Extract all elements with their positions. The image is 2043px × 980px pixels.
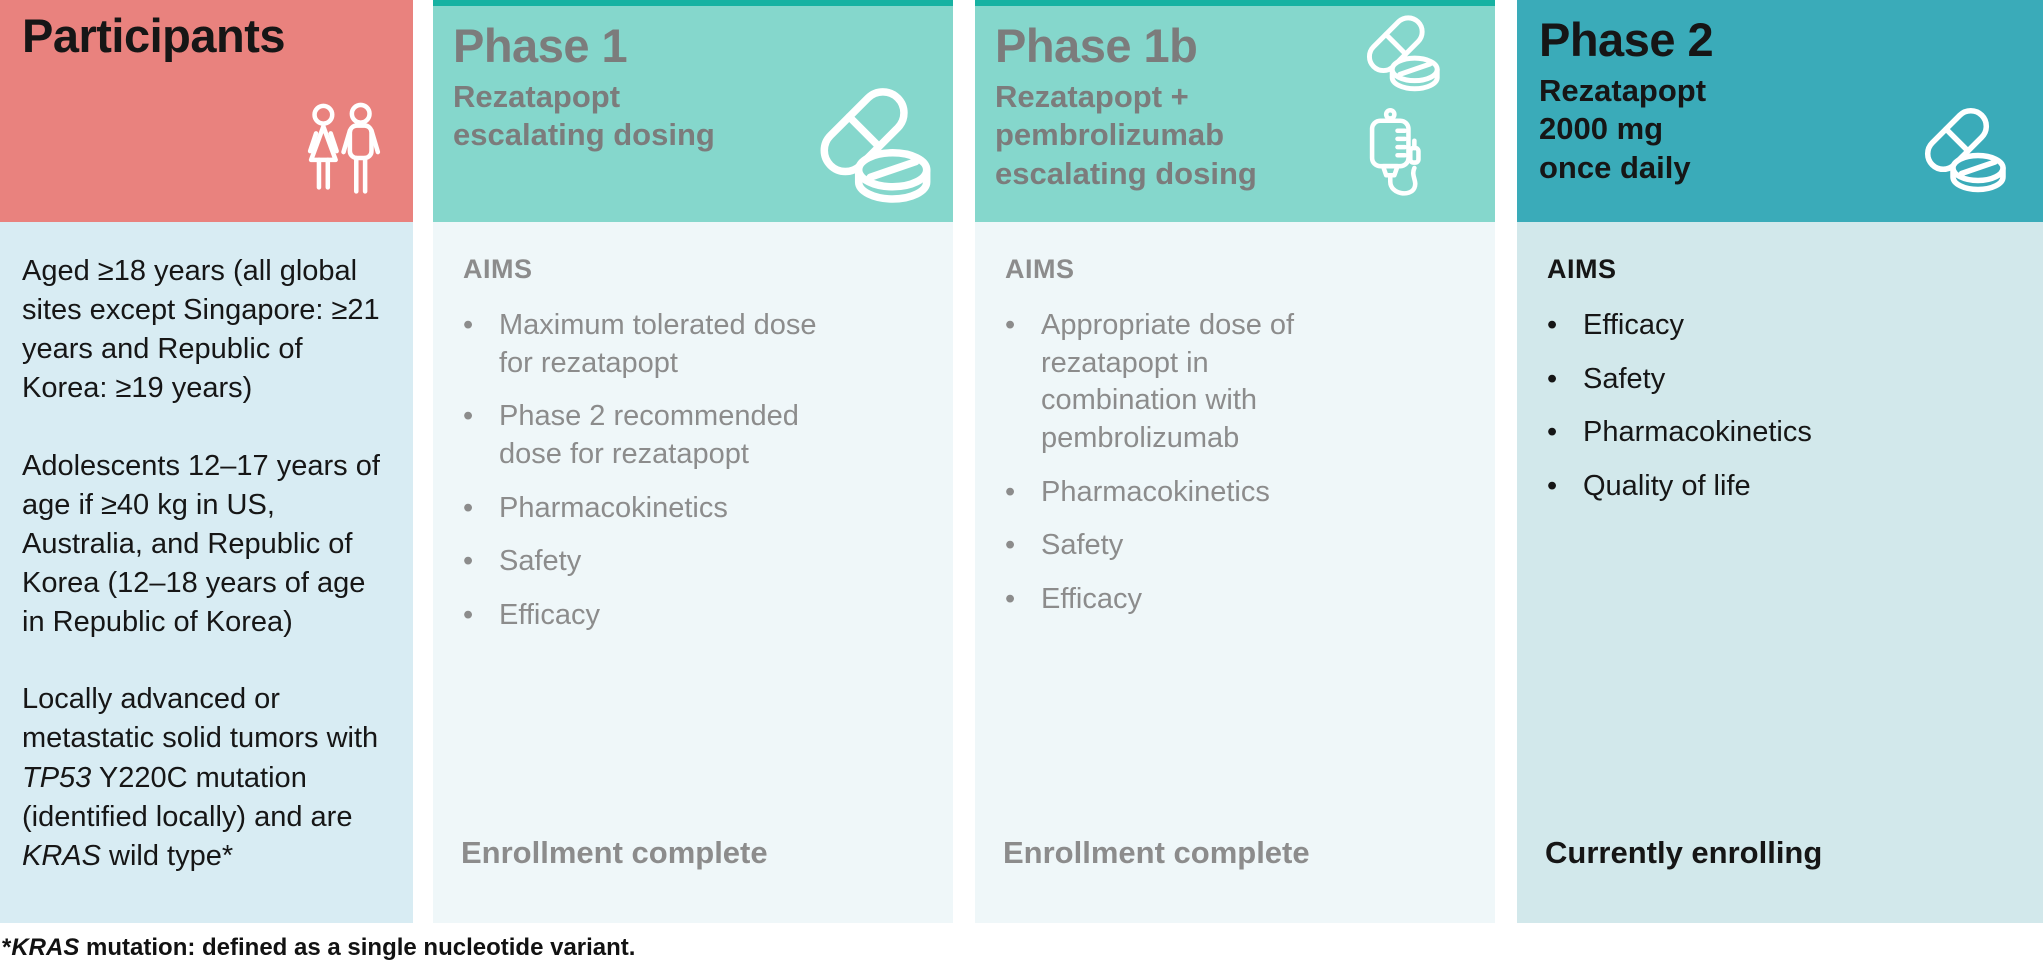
bullet-marker: • bbox=[463, 400, 474, 433]
aim-item: • Appropriate dose of rezatapopt in combi… bbox=[1005, 307, 1475, 458]
header-top-strip bbox=[433, 0, 953, 6]
bullet-marker: • bbox=[1005, 583, 1016, 616]
subtitle-line: escalating dosing bbox=[453, 117, 715, 153]
aim-item: • Safety bbox=[1547, 361, 2023, 399]
subtitle-line: Rezatapopt bbox=[1539, 72, 1707, 108]
subtitle-line: pembrolizumab bbox=[995, 117, 1225, 153]
participants-paragraph: Locally advanced or metastatic solid tum… bbox=[22, 680, 395, 876]
text-segment: wild type* bbox=[100, 839, 234, 872]
aim-text: Phase 2 recommended dose for rezatapopt bbox=[499, 400, 799, 471]
aim-text: Pharmacokinetics bbox=[1583, 416, 1812, 449]
phase1b-icon-stack bbox=[1355, 10, 1451, 208]
bullet-marker: • bbox=[463, 491, 474, 524]
phase2-body-panel: AIMS • Efficacy • Safety • Pharmacokinetics • Q… bbox=[1517, 222, 2043, 923]
phase2-status: Currently enrolling bbox=[1545, 835, 1823, 870]
text-segment: Y220C mutation (identified locally) and … bbox=[22, 761, 353, 833]
text-segment: TP53 bbox=[22, 761, 92, 794]
phase1-aims-list: • Maximum tolerated dose for rezatapopt • P… bbox=[463, 307, 933, 635]
subtitle-line: Rezatapopt bbox=[453, 78, 621, 114]
subtitle-line: once daily bbox=[1539, 150, 1691, 186]
bullet-marker: • bbox=[1005, 475, 1016, 508]
aim-item: • Efficacy bbox=[1547, 307, 2023, 345]
aim-item: • Safety bbox=[463, 543, 933, 581]
columns-row: Participants bbox=[0, 0, 2043, 923]
phase1b-body-panel: AIMS • Appropriate dose of rezatapopt in … bbox=[975, 222, 1495, 923]
aim-text: Maximum tolerated dose for rezatapopt bbox=[499, 309, 817, 379]
phase1-aims-label: AIMS bbox=[463, 254, 533, 284]
aim-text: Efficacy bbox=[1041, 583, 1143, 616]
people-icon bbox=[307, 102, 381, 194]
aim-item: • Pharmacokinetics bbox=[1547, 414, 2023, 452]
text-segment: * bbox=[2, 934, 12, 961]
aim-item: • Phase 2 recommended dose for rezatapopt bbox=[463, 398, 933, 473]
bullet-marker: • bbox=[463, 545, 474, 578]
aim-text: Appropriate dose of rezatapopt in combin… bbox=[1041, 309, 1295, 455]
footnote: *KRAS mutation: defined as a single nucl… bbox=[2, 934, 635, 962]
bullet-marker: • bbox=[1547, 309, 1558, 341]
text-segment: Adolescents 12–17 years of age if ≥40 kg… bbox=[22, 449, 380, 639]
participants-header: Participants bbox=[0, 0, 413, 222]
aim-text: Efficacy bbox=[1583, 309, 1685, 341]
bullet-marker: • bbox=[1547, 416, 1558, 449]
text-segment: mutation: defined as a single nucleotide… bbox=[79, 934, 636, 961]
bullet-marker: • bbox=[1005, 309, 1016, 341]
text-segment: KRAS bbox=[11, 934, 80, 961]
phase2-aims-list: • Efficacy • Safety • Pharmacokinetics • Qualit… bbox=[1547, 307, 2023, 506]
aim-text: Safety bbox=[499, 545, 582, 578]
pills-icon bbox=[1366, 15, 1440, 92]
aim-text: Pharmacokinetics bbox=[1041, 475, 1270, 508]
phase1-body-panel: AIMS • Maximum tolerated dose for rezatap… bbox=[433, 222, 953, 923]
aim-text: Safety bbox=[1583, 362, 1666, 395]
participants-body-panel: Aged ≥18 years (all global sites except … bbox=[0, 222, 413, 923]
aim-text: Pharmacokinetics bbox=[499, 491, 728, 524]
participants-title: Participants bbox=[22, 9, 286, 62]
bullet-marker: • bbox=[1547, 470, 1558, 503]
aim-item: • Pharmacokinetics bbox=[1005, 474, 1475, 512]
participants-paragraph: Aged ≥18 years (all global sites except … bbox=[22, 252, 395, 409]
aim-item: • Efficacy bbox=[1005, 581, 1475, 619]
phase1b-aims-label: AIMS bbox=[1005, 254, 1075, 284]
phase1-status: Enrollment complete bbox=[461, 835, 768, 870]
aim-text: Quality of life bbox=[1583, 470, 1751, 503]
phase2-title: Phase 2 bbox=[1539, 13, 1714, 66]
phase1-title: Phase 1 bbox=[453, 19, 628, 72]
iv-bag-icon bbox=[1369, 108, 1421, 196]
aim-item: • Safety bbox=[1005, 527, 1475, 565]
subtitle-line: escalating dosing bbox=[995, 156, 1257, 192]
aim-item: • Efficacy bbox=[463, 597, 933, 635]
participants-criteria: Aged ≥18 years (all global sites except … bbox=[22, 252, 395, 876]
subtitle-line: Rezatapopt + bbox=[995, 78, 1189, 114]
participants-paragraph: Adolescents 12–17 years of age if ≥40 kg… bbox=[22, 447, 395, 643]
aim-item: • Pharmacokinetics bbox=[463, 490, 933, 528]
aim-item: • Quality of life bbox=[1547, 468, 2023, 506]
phase1b-aims-list: • Appropriate dose of rezatapopt in combi… bbox=[1005, 307, 1475, 619]
text-segment: KRAS bbox=[22, 839, 101, 872]
aim-item: • Maximum tolerated dose for rezatapopt bbox=[463, 307, 933, 382]
participants-column: Participants bbox=[0, 0, 413, 923]
text-segment: Aged ≥18 years (all global sites except … bbox=[22, 255, 380, 405]
phase2-aims-label: AIMS bbox=[1547, 254, 1617, 284]
aim-text: Efficacy bbox=[499, 599, 601, 632]
bullet-marker: • bbox=[1005, 529, 1016, 562]
bullet-marker: • bbox=[463, 599, 474, 632]
bullet-marker: • bbox=[463, 309, 474, 341]
subtitle-line: 2000 mg bbox=[1539, 111, 1664, 147]
pills-icon bbox=[1924, 107, 2006, 193]
header-top-strip bbox=[975, 0, 1495, 6]
bullet-marker: • bbox=[1547, 362, 1558, 395]
text-segment: Locally advanced or metastatic solid tum… bbox=[22, 683, 379, 755]
aim-text: Safety bbox=[1041, 529, 1124, 562]
pills-icon bbox=[820, 88, 931, 203]
phase1b-title: Phase 1b bbox=[995, 19, 1198, 72]
phase1b-status: Enrollment complete bbox=[1003, 835, 1310, 870]
